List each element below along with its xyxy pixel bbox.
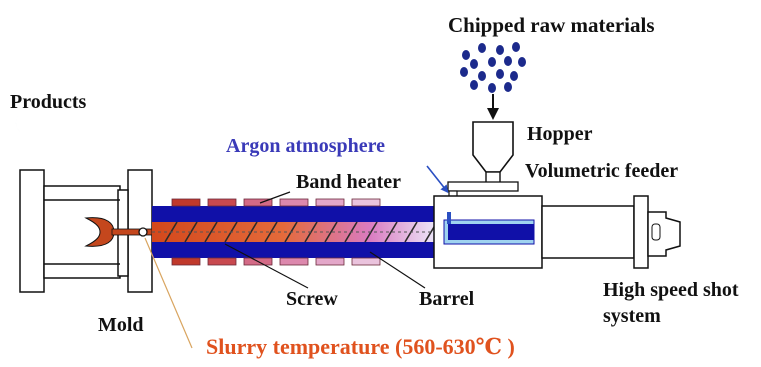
screw-leader [224,243,309,289]
label-volumetric-feeder: Volumetric feeder [525,160,678,182]
hopper [472,121,514,173]
label-high-speed-shot-line1: High speed shot [603,279,739,301]
label-chipped-raw-materials: Chipped raw materials [448,13,655,37]
drive-slot [651,223,661,241]
drive-flange [633,195,649,269]
label-products: Products [10,91,87,113]
raw-material-granules [460,42,526,93]
label-screw: Screw [286,288,338,310]
drive-body [541,205,635,259]
mold-cavity-product [84,217,115,247]
barrel-bottom [152,242,448,258]
label-high-speed-shot-line2: system [603,305,661,327]
argon-inlet [447,212,451,224]
label-mold: Mold [98,314,144,336]
screw-core-rear [448,224,534,240]
nozzle-tip [138,227,148,237]
product-crescent-icon [15,113,38,136]
label-hopper: Hopper [527,123,593,145]
barrel-leader [369,251,426,289]
label-argon-atmosphere: Argon atmosphere [226,135,385,157]
drive-cap [647,211,681,257]
label-slurry-temperature: Slurry temperature (560-630℃ ) [206,334,515,359]
barrel-top [152,206,448,222]
volumetric-feeder [447,181,519,192]
label-band-heater: Band heater [296,171,401,193]
argon-arrow [426,165,449,194]
slurry-leader [144,237,193,349]
band-heater-leader [259,191,291,204]
label-barrel: Barrel [419,288,475,310]
